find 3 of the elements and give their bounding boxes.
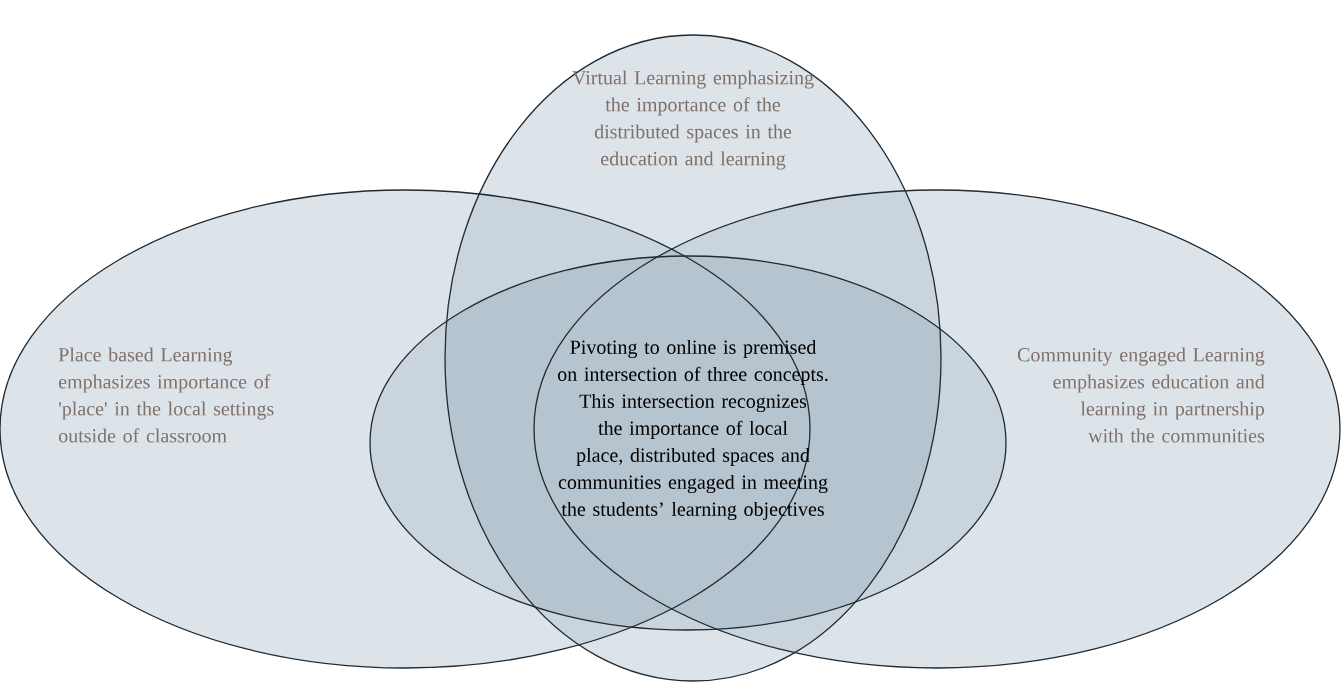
- ellipse-text: Place based Learning emphasizes importance of 'place' in the local settings outside of classroom: [58, 347, 274, 443]
- ellipse-text: Virtual Learning emphasizing the importance of the distributed spaces in the education and learning: [572, 70, 814, 170]
- ellipse-text: Community engaged Learning emphasizes education and learning in partnership with the communities: [1017, 347, 1265, 443]
